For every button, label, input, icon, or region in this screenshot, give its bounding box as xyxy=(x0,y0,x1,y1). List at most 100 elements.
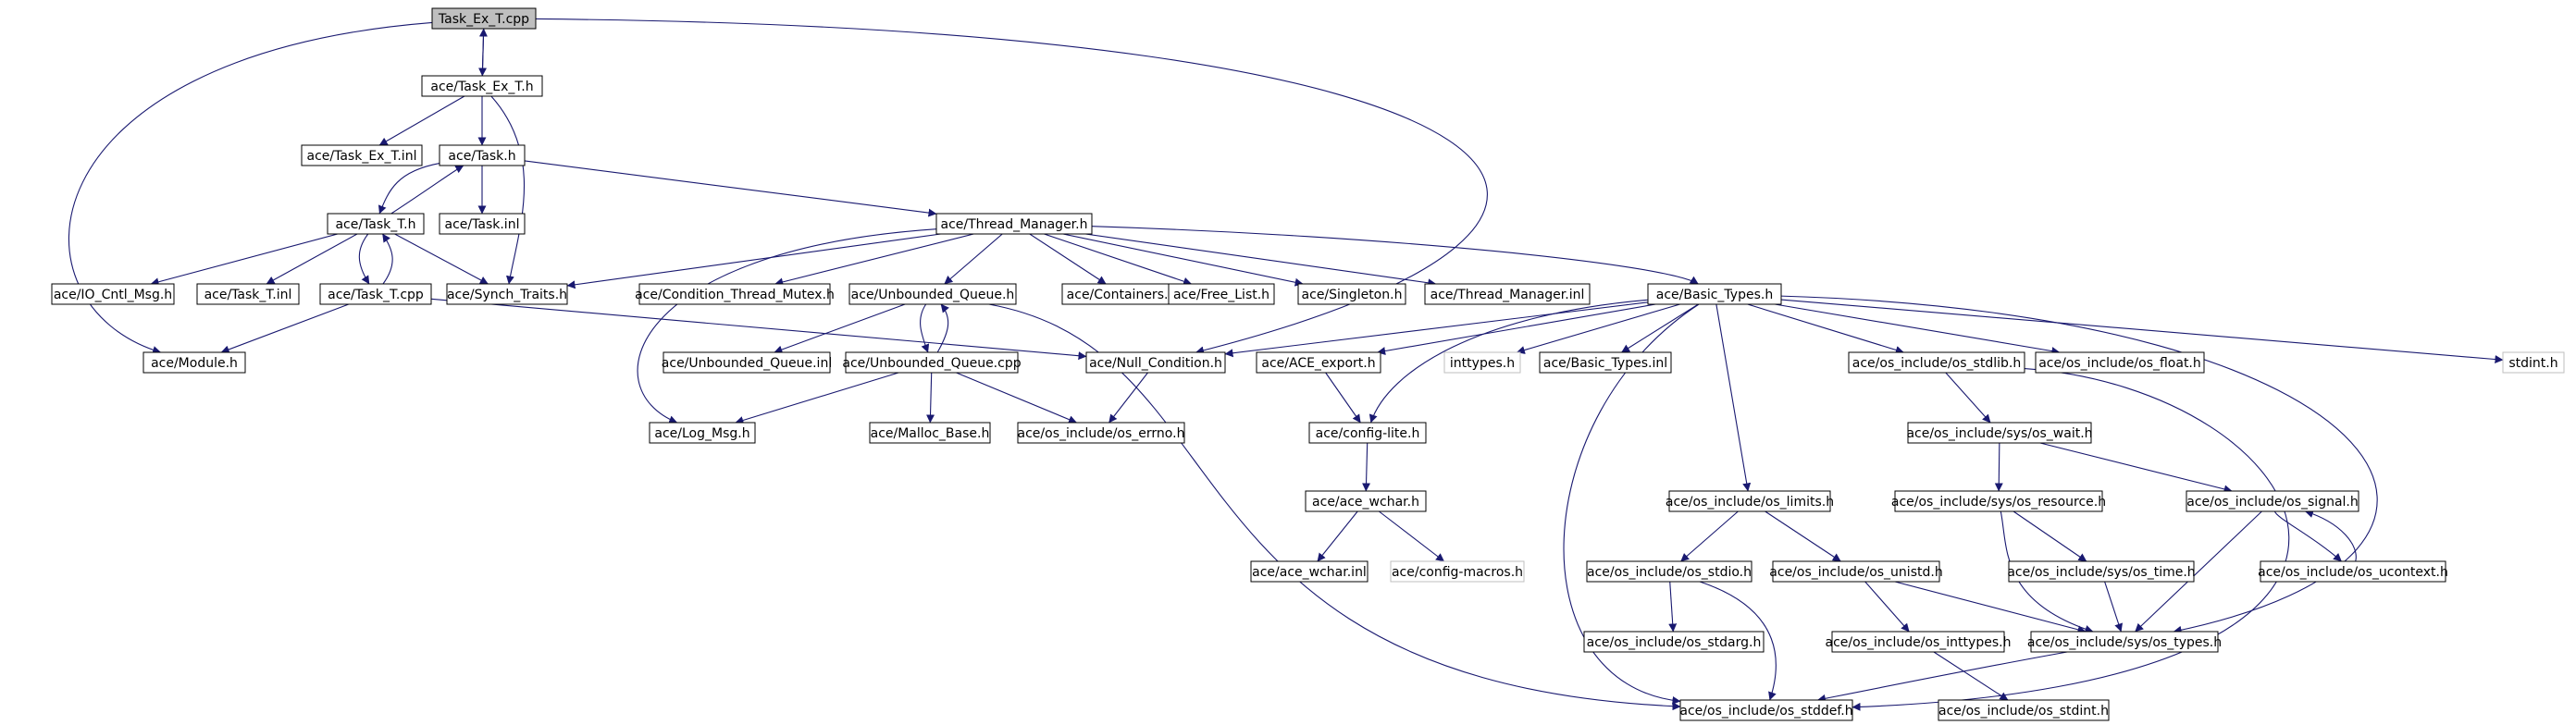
node-box[interactable] xyxy=(439,213,526,235)
node-box[interactable] xyxy=(1848,351,2025,374)
node-box[interactable] xyxy=(2035,351,2205,374)
node-ace-wchar-inl[interactable]: ace/ace_wchar.inl xyxy=(1250,560,1368,583)
node-task-ex-t-inl[interactable]: ace/Task_Ex_T.inl xyxy=(301,144,423,166)
node-free-list-h[interactable]: ace/Free_List.h xyxy=(1168,283,1275,305)
node-box[interactable] xyxy=(431,7,537,30)
node-module-h[interactable]: ace/Module.h xyxy=(142,351,246,374)
node-box[interactable] xyxy=(1679,699,1853,721)
node-inttypes-h[interactable]: inttypes.h xyxy=(1443,351,1521,374)
node-box[interactable] xyxy=(142,351,246,374)
node-box[interactable] xyxy=(301,144,423,166)
node-task-t-inl[interactable]: ace/Task_T.inl xyxy=(196,283,300,305)
node-box[interactable] xyxy=(845,351,1019,374)
node-os-stddef-h[interactable]: ace/os_include/os_stddef.h xyxy=(1679,699,1853,721)
node-ace-wchar-h[interactable]: ace/ace_wchar.h xyxy=(1305,490,1427,512)
node-box[interactable] xyxy=(935,213,1093,235)
node-os-inttypes-h[interactable]: ace/os_include/os_inttypes.h xyxy=(1826,631,2012,653)
node-box[interactable] xyxy=(1305,490,1427,512)
node-box[interactable] xyxy=(1583,631,1765,653)
node-os-resource-h[interactable]: ace/os_include/sys/os_resource.h xyxy=(1891,490,2106,512)
edge-thread_manager_h-to-condition_thread_mutex_h xyxy=(774,233,974,287)
node-box[interactable] xyxy=(2008,560,2195,583)
node-unbounded-queue-inl[interactable]: ace/Unbounded_Queue.inl xyxy=(662,351,832,374)
node-box[interactable] xyxy=(649,422,756,444)
node-config-macros-h[interactable]: ace/config-macros.h xyxy=(1390,560,1525,583)
node-box[interactable] xyxy=(1168,283,1275,305)
node-malloc-base-h[interactable]: ace/Malloc_Base.h xyxy=(869,422,991,444)
node-null-condition-h[interactable]: ace/Null_Condition.h xyxy=(1085,351,1226,374)
node-box[interactable] xyxy=(1907,422,2092,444)
node-os-unistd-h[interactable]: ace/os_include/os_unistd.h xyxy=(1769,560,1943,583)
node-box[interactable] xyxy=(638,283,831,305)
node-task-h[interactable]: ace/Task.h xyxy=(439,144,526,166)
node-os-float-h[interactable]: ace/os_include/os_float.h xyxy=(2035,351,2205,374)
node-condition-thread-mutex-h[interactable]: ace/Condition_Thread_Mutex.h xyxy=(635,283,835,305)
node-thread-manager-h[interactable]: ace/Thread_Manager.h xyxy=(935,213,1093,235)
node-basic-types-inl[interactable]: ace/Basic_Types.inl xyxy=(1539,351,1672,374)
edge-ace_wchar_h-to-ace_wchar_inl xyxy=(1317,510,1358,562)
node-box[interactable] xyxy=(2260,560,2446,583)
node-os-ucontext-h[interactable]: ace/os_include/os_ucontext.h xyxy=(2258,560,2448,583)
node-box[interactable] xyxy=(196,283,300,305)
node-box[interactable] xyxy=(2186,490,2359,512)
node-box[interactable] xyxy=(1831,631,2005,653)
node-box[interactable] xyxy=(1017,422,1185,444)
node-os-errno-h[interactable]: ace/os_include/os_errno.h xyxy=(1017,422,1185,444)
node-box[interactable] xyxy=(1390,560,1525,583)
node-box[interactable] xyxy=(51,283,175,305)
node-box[interactable] xyxy=(439,144,526,166)
node-box[interactable] xyxy=(2030,631,2219,653)
node-box[interactable] xyxy=(848,283,1017,305)
node-box[interactable] xyxy=(1297,283,1406,305)
node-box[interactable] xyxy=(1308,422,1427,444)
node-box[interactable] xyxy=(327,213,425,235)
edge-unbounded_queue_h-to-unbounded_queue_cpp xyxy=(920,303,930,353)
node-box[interactable] xyxy=(1647,283,1782,305)
node-log-msg-h[interactable]: ace/Log_Msg.h xyxy=(649,422,756,444)
node-box[interactable] xyxy=(1586,560,1752,583)
node-box[interactable] xyxy=(1938,699,2110,721)
node-box[interactable] xyxy=(1443,351,1521,374)
node-os-time-h[interactable]: ace/os_include/sys/os_time.h xyxy=(2007,560,2196,583)
node-label: ace/Unbounded_Queue.inl xyxy=(662,356,832,371)
node-box[interactable] xyxy=(2502,351,2565,374)
node-os-signal-h[interactable]: ace/os_include/os_signal.h xyxy=(2186,490,2359,512)
node-io-cntl-msg-h[interactable]: ace/IO_Cntl_Msg.h xyxy=(51,283,175,305)
node-os-limits-h[interactable]: ace/os_include/os_limits.h xyxy=(1666,490,1834,512)
node-box[interactable] xyxy=(1539,351,1672,374)
node-os-stdint-h[interactable]: ace/os_include/os_stdint.h xyxy=(1938,699,2110,721)
node-box[interactable] xyxy=(1424,283,1591,305)
node-unbounded-queue-cpp[interactable]: ace/Unbounded_Queue.cpp xyxy=(842,351,1022,374)
node-stdint-h[interactable]: stdint.h xyxy=(2502,351,2565,374)
node-task-inl[interactable]: ace/Task.inl xyxy=(439,213,526,235)
node-box[interactable] xyxy=(1772,560,1940,583)
node-box[interactable] xyxy=(1894,490,2103,512)
node-unbounded-queue-h[interactable]: ace/Unbounded_Queue.h xyxy=(848,283,1017,305)
node-thread-manager-inl[interactable]: ace/Thread_Manager.inl xyxy=(1424,283,1591,305)
node-box[interactable] xyxy=(319,283,432,305)
node-box[interactable] xyxy=(663,351,831,374)
node-singleton-h[interactable]: ace/Singleton.h xyxy=(1297,283,1406,305)
node-task-t-h[interactable]: ace/Task_T.h xyxy=(327,213,425,235)
edge-config_lite_h-to-ace_wchar_h xyxy=(1362,442,1371,492)
node-box[interactable] xyxy=(869,422,991,444)
node-box[interactable] xyxy=(421,75,543,97)
node-containers-h[interactable]: ace/Containers.h xyxy=(1061,283,1182,305)
node-synch-traits-h[interactable]: ace/Synch_Traits.h xyxy=(446,283,568,305)
node-os-wait-h[interactable]: ace/os_include/sys/os_wait.h xyxy=(1906,422,2093,444)
node-os-types-h[interactable]: ace/os_include/sys/os_types.h xyxy=(2027,631,2222,653)
node-box[interactable] xyxy=(446,283,568,305)
node-task-ex-t-cpp[interactable]: Task_Ex_T.cpp xyxy=(431,7,537,30)
node-box[interactable] xyxy=(1250,560,1368,583)
node-os-stdarg-h[interactable]: ace/os_include/os_stdarg.h xyxy=(1583,631,1765,653)
node-basic-types-h[interactable]: ace/Basic_Types.h xyxy=(1647,283,1782,305)
node-box[interactable] xyxy=(1256,351,1381,374)
node-task-ex-t-h[interactable]: ace/Task_Ex_T.h xyxy=(421,75,543,97)
node-os-stdio-h[interactable]: ace/os_include/os_stdio.h xyxy=(1586,560,1752,583)
node-box[interactable] xyxy=(1085,351,1226,374)
node-task-t-cpp[interactable]: ace/Task_T.cpp xyxy=(319,283,432,305)
node-ace-export-h[interactable]: ace/ACE_export.h xyxy=(1256,351,1381,374)
node-config-lite-h[interactable]: ace/config-lite.h xyxy=(1308,422,1427,444)
node-os-stdlib-h[interactable]: ace/os_include/os_stdlib.h xyxy=(1848,351,2025,374)
node-box[interactable] xyxy=(1668,490,1831,512)
